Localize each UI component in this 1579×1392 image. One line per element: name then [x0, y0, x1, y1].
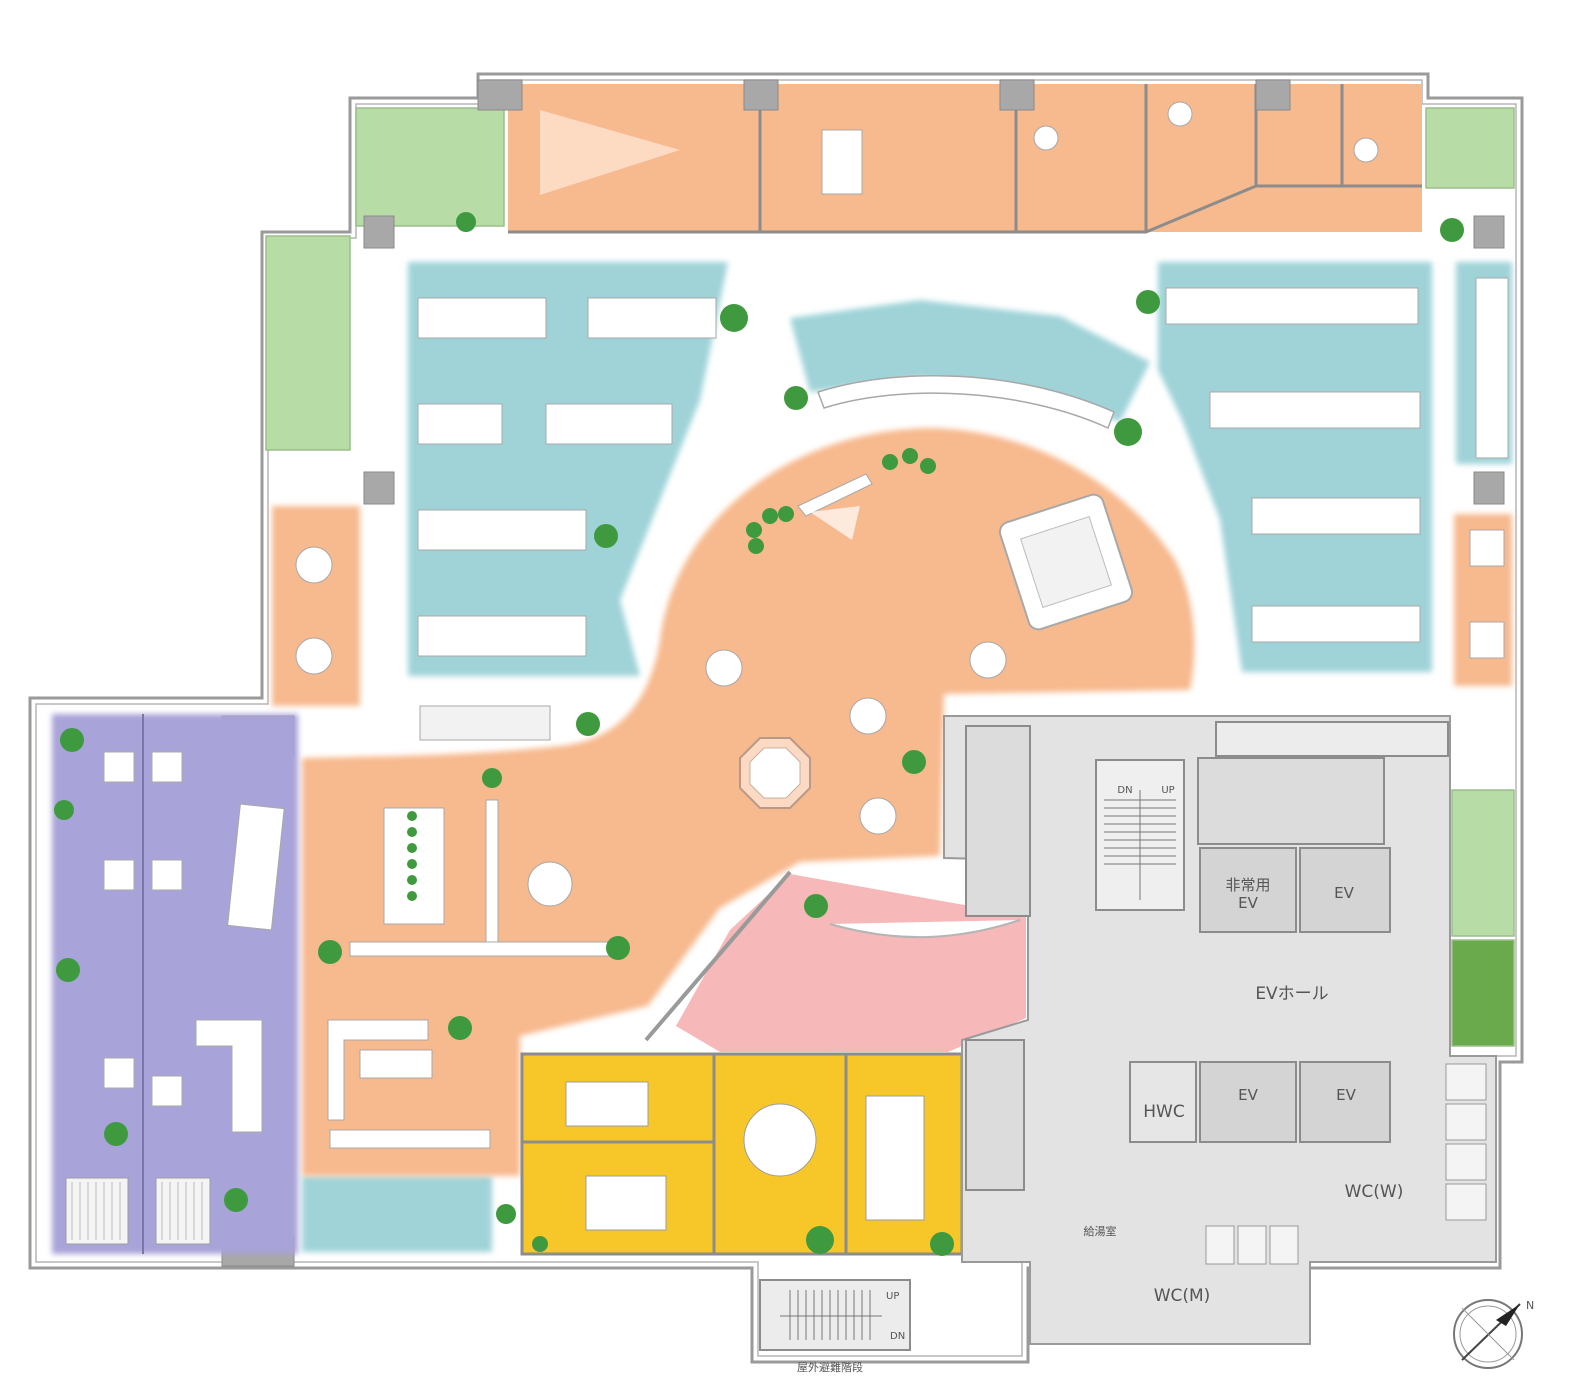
terraces [265, 107, 1515, 1047]
ev-label-2: EV [1238, 1086, 1258, 1104]
stair-dn-label: DN [1117, 785, 1133, 796]
compass-icon [1453, 1299, 1523, 1369]
terrace-east [1451, 789, 1515, 937]
compass-north-label: N [1526, 1299, 1535, 1312]
outdoor-stair-up-label: UP [886, 1291, 900, 1302]
terrace-west [265, 235, 351, 451]
plants [54, 212, 1464, 1256]
work-zones [302, 262, 1512, 1252]
outdoor-stairs-label: 屋外避難階段 [797, 1361, 863, 1374]
hwc-label: HWC [1143, 1102, 1185, 1122]
round-tables [295, 101, 1379, 907]
building-outline [28, 72, 1524, 1364]
wc-women-label: WC(W) [1344, 1182, 1404, 1202]
emergency-ev-label: 非常用 EV [1225, 876, 1271, 912]
terrace-northwest [355, 107, 505, 227]
pantry-label: 給湯室 [1083, 1225, 1117, 1238]
wc-men-label: WC(M) [1153, 1286, 1211, 1306]
outdoor-stair-dn-label: DN [890, 1331, 906, 1342]
ev-label-1: EV [1334, 884, 1354, 902]
stair-up-label: UP [1161, 785, 1175, 796]
building-inner-wall [35, 79, 1517, 1357]
terrace-northeast [1425, 107, 1515, 189]
desks [103, 129, 1509, 1149]
terrace-east-planting [1451, 939, 1515, 1047]
building-core [759, 715, 1497, 1351]
ev-hall-label: EVホール [1255, 984, 1329, 1004]
meeting-rooms-south [520, 1052, 964, 1256]
ev-label-3: EV [1336, 1086, 1356, 1104]
focus-zone [52, 714, 298, 1254]
reception-zone [644, 870, 1026, 1052]
lounge-features [739, 374, 1134, 809]
